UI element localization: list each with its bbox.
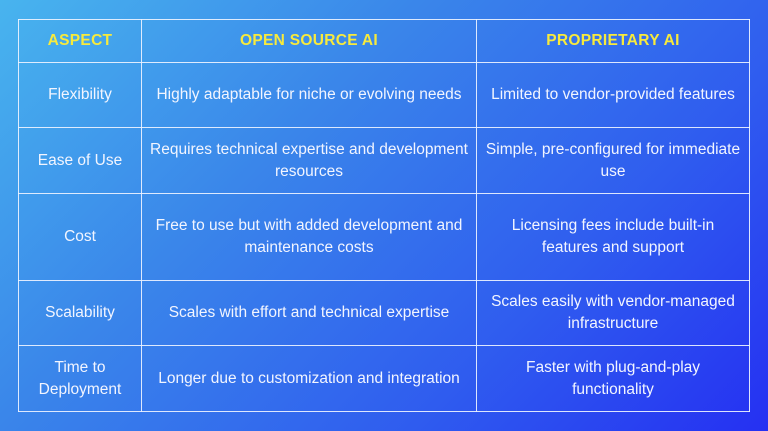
aspect-cell: Flexibility [18, 62, 142, 128]
aspect-cell: Scalability [18, 280, 142, 346]
table-row: Ease of Use Requires technical expertise… [18, 127, 750, 194]
table-row: Cost Free to use but with added developm… [18, 193, 750, 281]
table-row: Flexibility Highly adaptable for niche o… [18, 62, 750, 128]
table-row: Scalability Scales with effort and techn… [18, 280, 750, 346]
header-open-source-ai: OPEN SOURCE AI [141, 19, 477, 63]
open-source-cell: Scales with effort and technical experti… [141, 280, 477, 346]
proprietary-cell: Simple, pre-configured for immediate use [476, 127, 750, 194]
proprietary-cell: Limited to vendor-provided features [476, 62, 750, 128]
table-row: Time to Deployment Longer due to customi… [18, 345, 750, 412]
open-source-cell: Requires technical expertise and develop… [141, 127, 477, 194]
open-source-cell: Longer due to customization and integrat… [141, 345, 477, 412]
proprietary-cell: Faster with plug-and-play functionality [476, 345, 750, 412]
aspect-cell: Ease of Use [18, 127, 142, 194]
table-header-row: ASPECT OPEN SOURCE AI PROPRIETARY AI [18, 19, 750, 63]
open-source-cell: Highly adaptable for niche or evolving n… [141, 62, 477, 128]
comparison-table: ASPECT OPEN SOURCE AI PROPRIETARY AI Fle… [18, 19, 750, 412]
open-source-cell: Free to use but with added development a… [141, 193, 477, 281]
header-aspect: ASPECT [18, 19, 142, 63]
aspect-cell: Time to Deployment [18, 345, 142, 412]
proprietary-cell: Licensing fees include built-in features… [476, 193, 750, 281]
header-proprietary-ai: PROPRIETARY AI [476, 19, 750, 63]
aspect-cell: Cost [18, 193, 142, 281]
proprietary-cell: Scales easily with vendor-managed infras… [476, 280, 750, 346]
